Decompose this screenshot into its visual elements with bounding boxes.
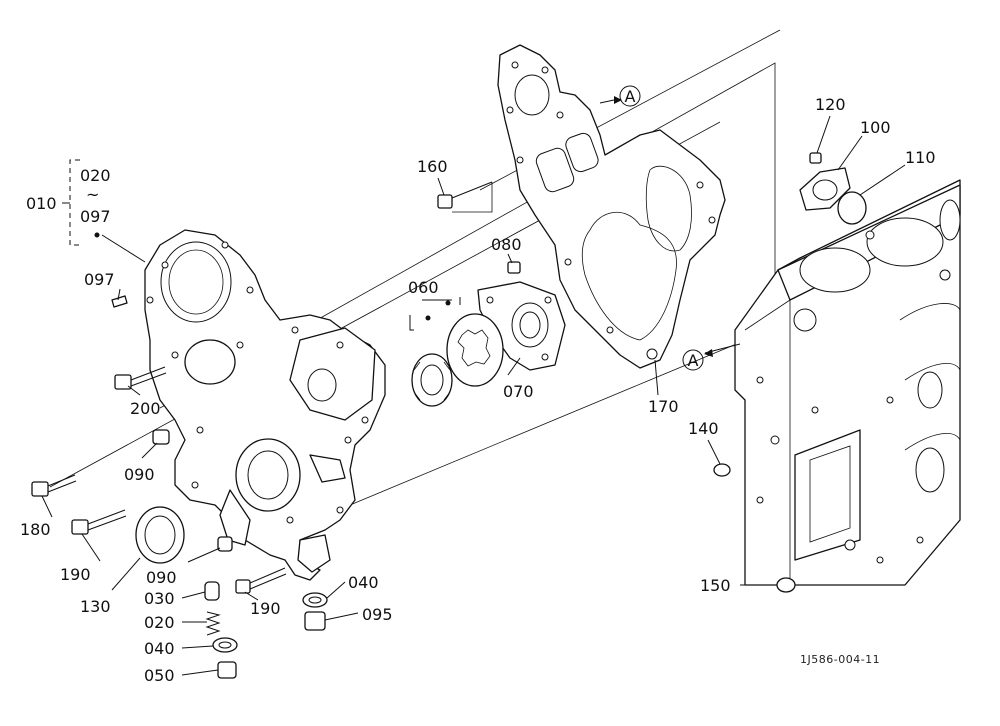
callout-190-middle: 190 <box>250 599 281 618</box>
callout-100: 100 <box>860 118 891 137</box>
callout-140: 140 <box>688 419 719 438</box>
callout-labels: 010 020 ~ 097 097 200 090 180 190 130 09… <box>20 95 936 685</box>
callout-160: 160 <box>417 157 448 176</box>
callout-095: 095 <box>362 605 393 624</box>
reference-marker-top: A <box>619 85 641 107</box>
oil-pump-housing-070 <box>477 281 566 371</box>
callout-080: 080 <box>491 235 522 254</box>
reference-label-a: A <box>625 87 636 106</box>
callout-090-lower: 090 <box>146 568 177 587</box>
leader-lines <box>41 96 906 676</box>
callout-030: 030 <box>144 589 175 608</box>
oil-pump-rotors-060 <box>411 313 504 407</box>
arrow-head <box>614 96 622 104</box>
range-symbol: ~ <box>86 185 99 204</box>
callout-020: 020 <box>144 613 175 632</box>
drawing-code: 1J586-004-11 <box>800 653 880 666</box>
callout-190-left: 190 <box>60 565 91 584</box>
gear-case-010 <box>144 229 386 581</box>
callout-040-left: 040 <box>144 639 175 658</box>
callout-097: 097 <box>84 270 115 289</box>
callout-180: 180 <box>20 520 51 539</box>
callout-090-upper: 090 <box>124 465 155 484</box>
reference-marker-mid: A <box>682 349 704 371</box>
callout-130: 130 <box>80 597 111 616</box>
callout-070: 070 <box>503 382 534 401</box>
gasket-170 <box>497 44 726 369</box>
callout-200: 200 <box>130 399 161 418</box>
leader-dot <box>445 300 451 306</box>
callout-120: 120 <box>815 95 846 114</box>
callout-010: 010 <box>26 194 57 213</box>
callout-020-range-start: 020 <box>80 166 111 185</box>
arrow-head <box>704 349 713 357</box>
callout-050: 050 <box>144 666 175 685</box>
callout-097-range-end: 097 <box>80 207 111 226</box>
callout-170: 170 <box>648 397 679 416</box>
callout-150: 150 <box>700 576 731 595</box>
reference-label-a: A <box>688 351 699 370</box>
callout-040-right: 040 <box>348 573 379 592</box>
callout-060: 060 <box>408 278 439 297</box>
callout-110: 110 <box>905 148 936 167</box>
engine-block <box>734 179 961 586</box>
small-parts <box>31 152 867 679</box>
leader-dot <box>94 232 100 238</box>
leader-dot <box>425 315 431 321</box>
